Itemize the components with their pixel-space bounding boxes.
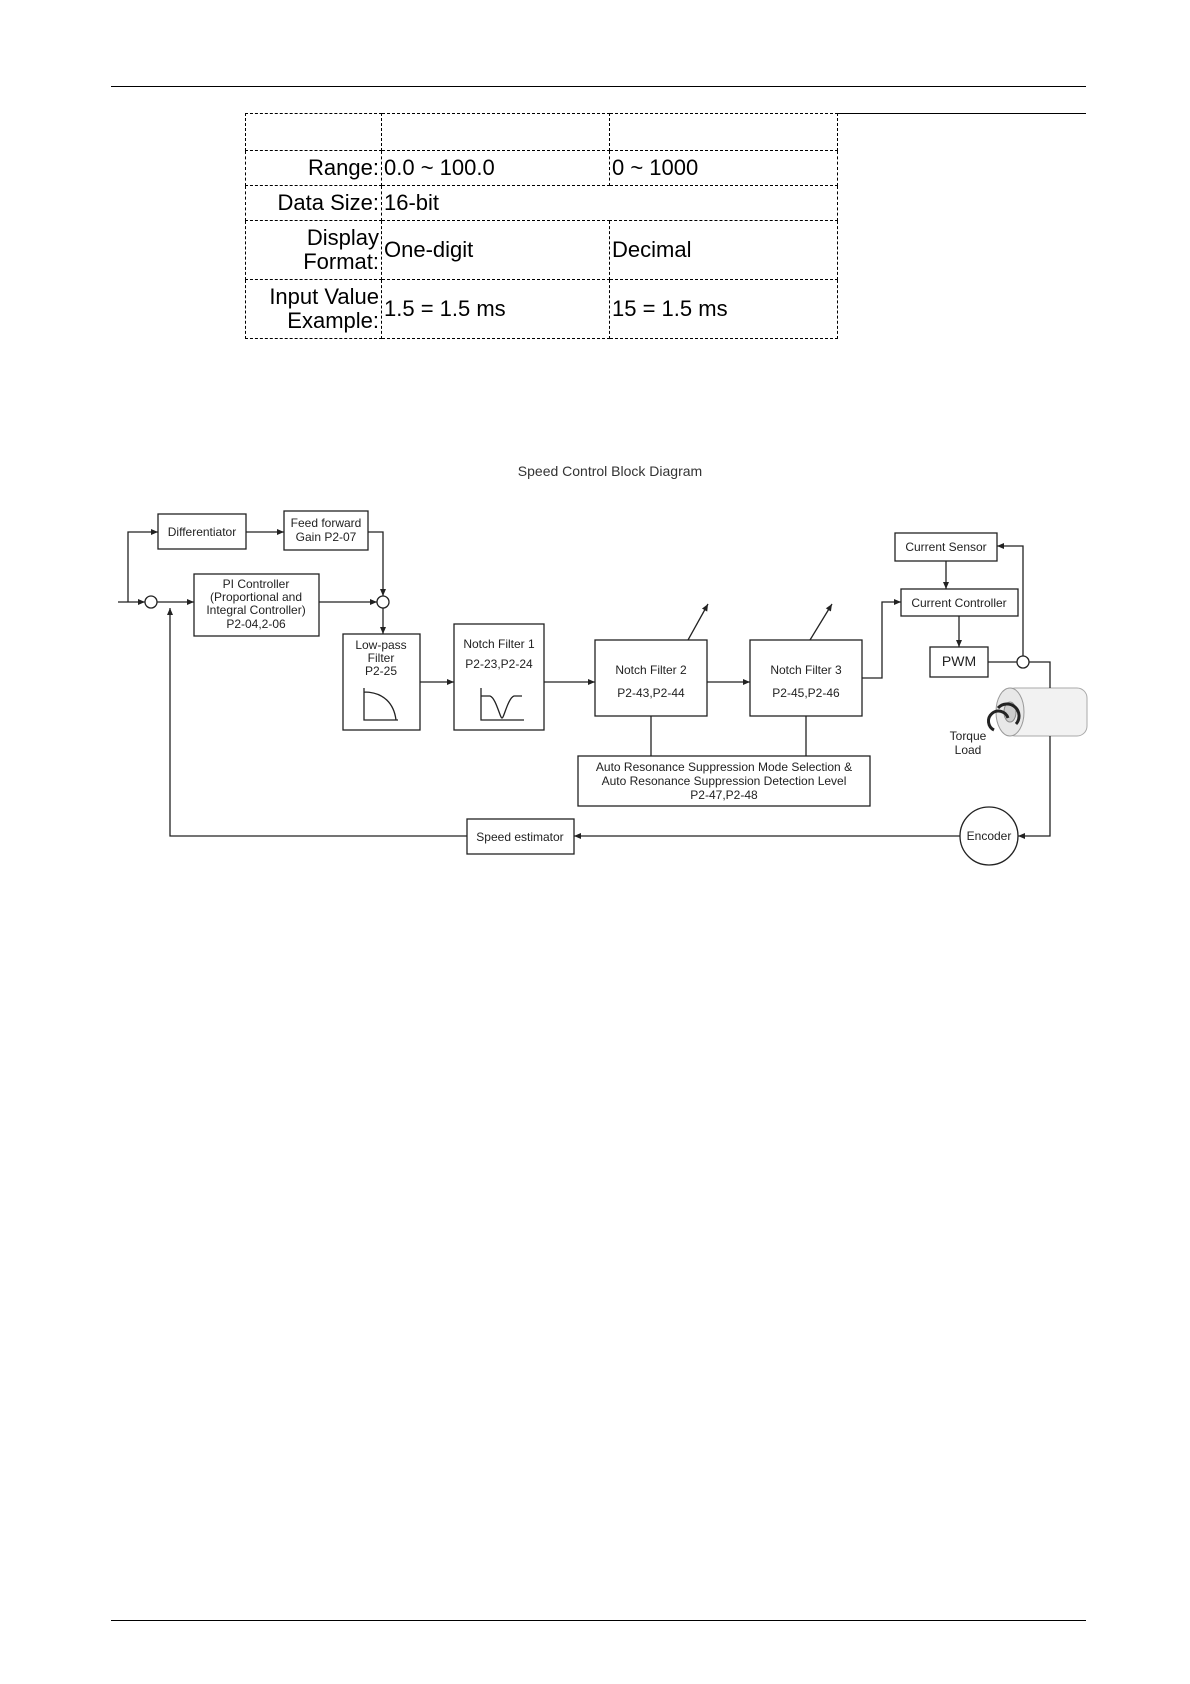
speed-control-block-diagram: Speed Control Block Diagram Differentiat…	[118, 463, 1088, 866]
block-label: (Proportional and	[210, 590, 302, 604]
range-value-2: 0 ~ 1000	[609, 150, 838, 186]
current-controller-block	[900, 588, 1019, 617]
notch-filter-3-block	[749, 639, 863, 717]
torque-rotation-icon	[986, 702, 1021, 732]
diagram-title: Speed Control Block Diagram	[518, 463, 702, 479]
row-label	[245, 113, 382, 151]
block-label: P2-25	[365, 664, 397, 678]
value-cell	[381, 113, 610, 151]
table-top-rule	[837, 113, 1086, 114]
block-label: P2-04,2-06	[226, 617, 286, 631]
block-label: Speed estimator	[476, 830, 563, 844]
block-label: P2-43,P2-44	[617, 686, 685, 700]
current-junction	[1016, 655, 1030, 669]
display-format-value-1: One-digit	[381, 220, 610, 280]
range-value-1: 0.0 ~ 100.0	[381, 150, 610, 186]
table-row: Input Value Example: 1.5 = 1.5 ms 15 = 1…	[245, 279, 838, 339]
speed-estimator-block	[466, 818, 575, 855]
differentiator-label: Differentiator	[168, 525, 236, 539]
low-pass-response-icon	[363, 688, 398, 721]
block-label: Notch Filter 3	[770, 663, 842, 677]
block-label: Integral Controller)	[206, 603, 305, 617]
block-label: Notch Filter 1	[463, 637, 535, 651]
block-label: Current Controller	[911, 596, 1006, 610]
block-label: PI Controller	[223, 577, 290, 591]
summing-junction-2	[376, 595, 390, 609]
table-row: Range: 0.0 ~ 100.0 0 ~ 1000	[245, 150, 838, 186]
block-label: P2-45,P2-46	[772, 686, 840, 700]
label-line: Example:	[287, 308, 379, 333]
auto-resonance-block	[577, 755, 871, 807]
display-format-value-2: Decimal	[609, 220, 838, 280]
footer-rule	[111, 1620, 1086, 1621]
block-label: Feed forward	[291, 516, 362, 530]
block-label: Gain P2-07	[296, 530, 357, 544]
header-rule	[111, 86, 1086, 87]
torque-load-label: Torque	[950, 729, 987, 743]
block-label: Auto Resonance Suppression Mode Selectio…	[596, 760, 852, 774]
display-format-label: Display Format:	[245, 220, 382, 280]
data-size-value: 16-bit	[381, 185, 838, 221]
block-label: Encoder	[967, 829, 1012, 843]
input-example-label: Input Value Example:	[245, 279, 382, 339]
label-line: Input Value	[269, 284, 379, 309]
signal-wires	[118, 529, 1051, 839]
input-example-value-1: 1.5 = 1.5 ms	[381, 279, 610, 339]
torque-load-label: Load	[955, 743, 982, 757]
input-example-value-2: 15 = 1.5 ms	[609, 279, 838, 339]
notch-response-icon	[480, 688, 524, 721]
block-label: PWM	[942, 653, 976, 669]
block-label: P2-47,P2-48	[690, 788, 758, 802]
block-label: Current Sensor	[905, 540, 986, 554]
value-cell	[609, 113, 838, 151]
label-line: Format:	[303, 249, 379, 274]
block-label: Auto Resonance Suppression Detection Lev…	[602, 774, 847, 788]
table-row: Data Size: 16-bit	[245, 185, 838, 221]
block-label: Low-pass	[355, 638, 406, 652]
pi-controller-block	[193, 573, 320, 637]
feed-forward-block	[283, 510, 369, 551]
table-row	[245, 113, 838, 151]
block-label: Filter	[368, 651, 395, 665]
range-label: Range:	[245, 150, 382, 186]
low-pass-filter-block	[342, 633, 421, 731]
current-sensor-block	[894, 532, 998, 562]
label-line: Display	[306, 225, 379, 250]
data-size-label: Data Size:	[245, 185, 382, 221]
table-row: Display Format: One-digit Decimal	[245, 220, 838, 280]
motor-icon	[995, 687, 1088, 737]
block-label: P2-23,P2-24	[465, 657, 533, 671]
parameter-table: Range: 0.0 ~ 100.0 0 ~ 1000 Data Size: 1…	[245, 113, 838, 339]
notch-filter-2-block	[594, 639, 708, 717]
summing-junction-1	[144, 595, 158, 609]
block-label: Notch Filter 2	[615, 663, 687, 677]
